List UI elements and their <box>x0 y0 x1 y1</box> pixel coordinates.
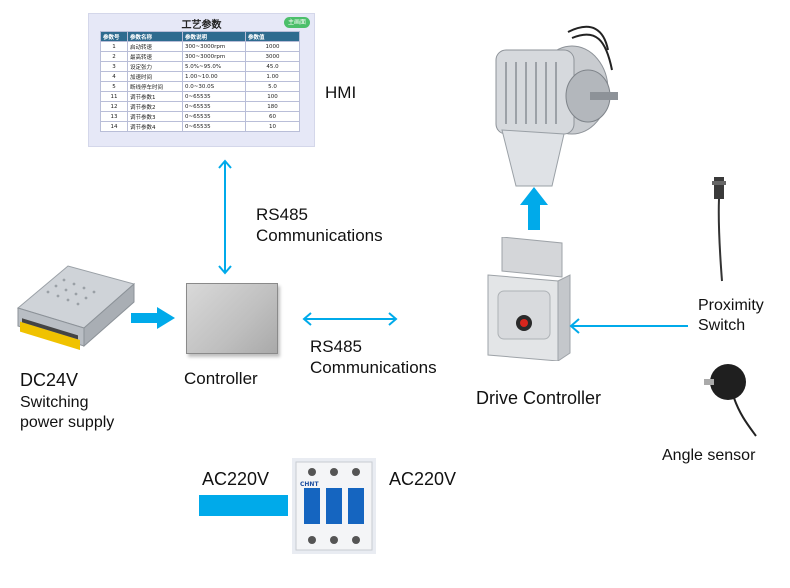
proximity-label: Proximity <box>698 297 764 314</box>
breaker-brand: CHNT <box>300 481 319 488</box>
table-cell: 1 <box>100 41 128 52</box>
horizontal-double-arrow <box>302 312 398 326</box>
table-cell: 调节参数4 <box>127 121 183 132</box>
column-header: 参数号 <box>100 31 128 42</box>
table-cell: 11 <box>100 91 128 102</box>
proximity-switch-image <box>712 177 726 282</box>
table-cell: 0.0~30.0S <box>182 81 246 92</box>
drive-controller-label: Drive Controller <box>476 388 602 408</box>
ac-power-bar <box>199 495 288 516</box>
table-cell: 调节参数1 <box>127 91 183 102</box>
table-cell: 12 <box>100 101 128 112</box>
motor-image <box>495 25 618 187</box>
circuit-breaker-image: CHNT <box>292 458 376 554</box>
table-cell: 14 <box>100 121 128 132</box>
table-cell: 调节参数3 <box>127 111 183 122</box>
table-cell: 300~3000rpm <box>182 41 246 52</box>
angle-sensor-image <box>704 364 757 437</box>
table-cell: 0~65535 <box>182 101 246 112</box>
power-supply-label: power supply <box>20 414 115 431</box>
dc24v-label: DC24V <box>20 370 79 390</box>
table-cell: 0~65535 <box>182 91 246 102</box>
table-cell: 5.0%~95.0% <box>182 61 246 72</box>
table-cell: 180 <box>245 101 300 112</box>
table-cell: 0~65535 <box>182 111 246 122</box>
column-header: 参数名称 <box>127 31 183 42</box>
table-cell: 加速时间 <box>127 71 183 82</box>
communications-label-mid: Communications <box>310 358 437 377</box>
switch-label: Switch <box>698 317 746 334</box>
power-arrow <box>131 307 175 329</box>
table-cell: 45.0 <box>245 61 300 72</box>
vertical-double-arrow <box>218 159 232 275</box>
angle-sensor-label: Angle sensor <box>662 447 756 464</box>
sensor-arrow <box>569 318 688 334</box>
table-cell: 3 <box>100 61 128 72</box>
up-arrow <box>520 187 548 230</box>
table-cell: 10 <box>245 121 300 132</box>
rs485-label-top: RS485 <box>256 205 308 224</box>
switching-power-supply-image <box>16 265 136 351</box>
column-header: 参数值 <box>245 31 300 42</box>
table-cell: 调节参数2 <box>127 101 183 112</box>
table-cell: 0~65535 <box>182 121 246 132</box>
column-header: 参数说明 <box>182 31 246 42</box>
table-cell: 1000 <box>245 41 300 52</box>
table-header-row: 参数号 参数名称 参数说明 参数值 <box>100 31 300 42</box>
ac220v-left-label: AC220V <box>202 469 270 489</box>
table-cell: 13 <box>100 111 128 122</box>
ac220v-right-label: AC220V <box>389 469 457 489</box>
table-cell: 1.00 <box>245 71 300 82</box>
rs485-label-mid: RS485 <box>310 337 362 356</box>
table-cell: 5 <box>100 81 128 92</box>
controller-label: Controller <box>184 369 258 388</box>
table-cell: 设定张力 <box>127 61 183 72</box>
table-cell: 启动转速 <box>127 41 183 52</box>
drive-controller-image <box>487 237 571 361</box>
communications-label-top: Communications <box>256 226 383 245</box>
table-cell: 4 <box>100 71 128 82</box>
hmi-label: HMI <box>325 83 357 102</box>
table-cell: 断线停车时间 <box>127 81 183 92</box>
table-cell: 60 <box>245 111 300 122</box>
hmi-title: 工艺参数 <box>181 20 222 31</box>
switching-label: Switching <box>20 394 89 411</box>
breaker-drawing: CHNT <box>295 461 373 551</box>
table-cell: 100 <box>245 91 300 102</box>
table-cell: 3000 <box>245 51 300 62</box>
table-cell: 2 <box>100 51 128 62</box>
controller-image <box>186 283 278 354</box>
table-cell: 300~3000rpm <box>182 51 246 62</box>
table-cell: 最高转速 <box>127 51 183 62</box>
table-cell: 1.00~10.00 <box>182 71 246 82</box>
hmi-home-button[interactable]: 主画面 <box>284 17 310 28</box>
table-cell: 5.0 <box>245 81 300 92</box>
